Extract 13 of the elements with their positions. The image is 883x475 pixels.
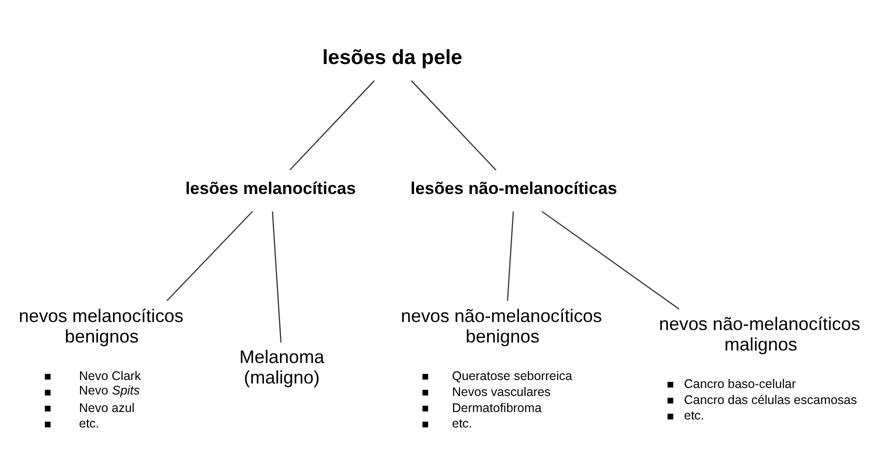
connector [410,80,496,170]
node-text: nevos não-melanocíticos benignos Queratose seborreica Nevos vasculares Dermatofibroma etc. [400,305,602,430]
connector [166,210,253,301]
node-text: lesões não-melanocíticas [410,178,618,198]
connector [506,210,514,300]
node-text: lesões da pele [322,45,462,68]
node-text: lesões melanocíticas [185,178,356,198]
connector [289,80,375,170]
node-text: Melanoma (maligno) [239,346,324,387]
connector [542,210,680,309]
node-text: nevos melanocíticos benignos Nevo Clark Nevo Spits Nevo azul etc. [18,305,184,430]
connector [272,210,282,342]
node-text: nevos não-melanocíticos malignos Cancro baso-celular Cancro das células escamosas etc. [659,313,860,422]
